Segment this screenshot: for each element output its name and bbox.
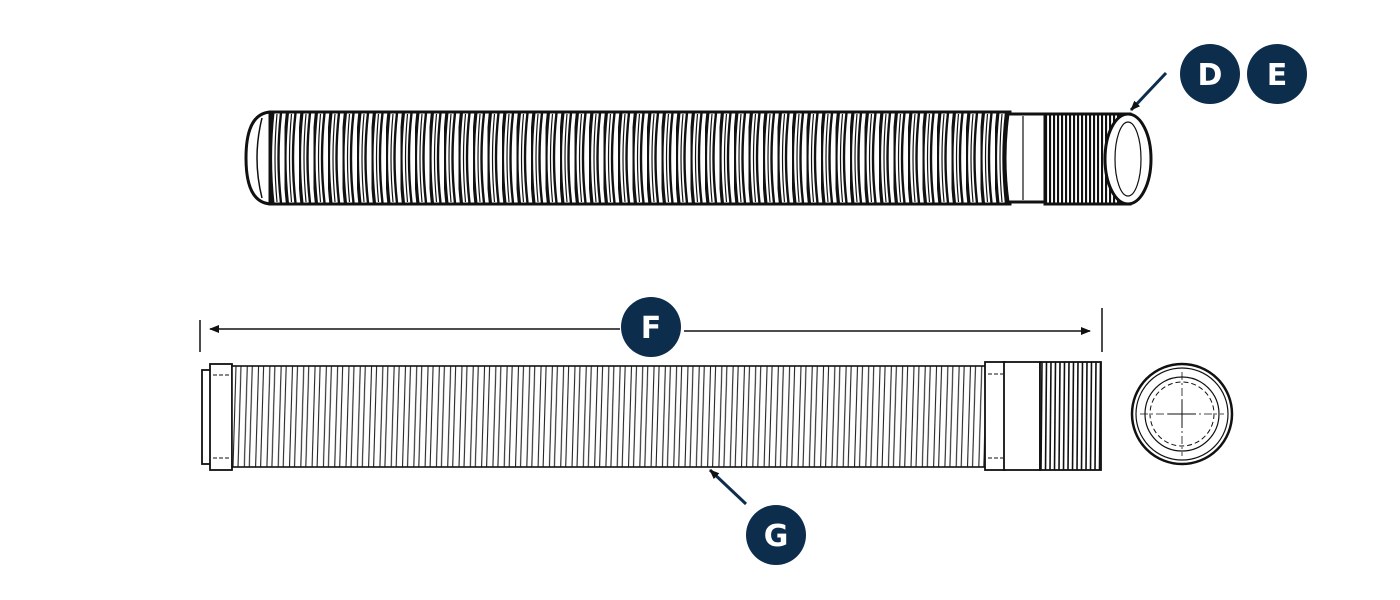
threaded-end-collar (1003, 112, 1050, 204)
hose-end-view (1130, 362, 1234, 466)
side-corrugated-body (231, 365, 988, 468)
side-threaded-section (1039, 361, 1102, 471)
callout-d-label: D (1198, 58, 1223, 93)
open-end-face (1103, 112, 1153, 206)
callout-d: D (1180, 44, 1240, 104)
corrugated-body (268, 110, 1012, 206)
callout-d-leader (1129, 71, 1168, 112)
callout-g: G (746, 505, 806, 565)
hose-perspective-view (244, 110, 1153, 206)
side-left-end-cap (201, 363, 233, 471)
callout-f-label: F (641, 311, 662, 346)
callout-e-label: E (1267, 58, 1288, 93)
callout-g-leader (708, 468, 748, 506)
callout-e: E (1247, 44, 1307, 104)
side-threaded-collar (984, 361, 1041, 471)
callout-g-label: G (764, 519, 789, 554)
callout-f: F (621, 297, 681, 357)
hose-side-view (199, 308, 1103, 471)
